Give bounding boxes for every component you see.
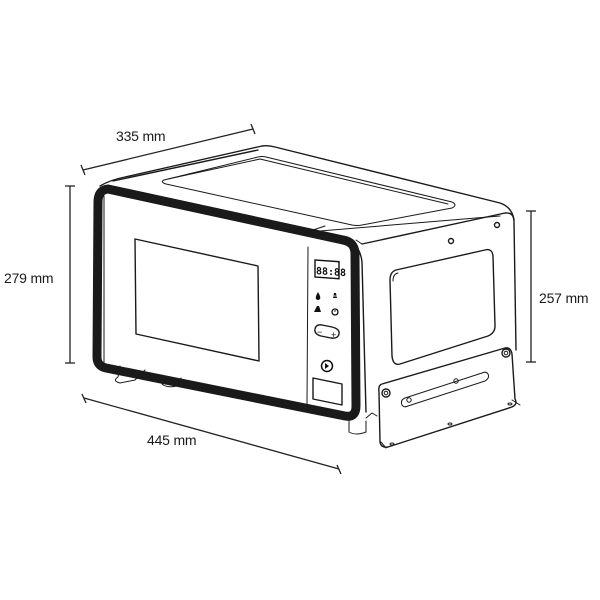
dimension-label-height-front: 279 mm — [4, 270, 54, 286]
dimension-label-depth: 335 mm — [116, 128, 166, 144]
bolt-icon — [381, 388, 391, 398]
microwave-top — [99, 144, 515, 232]
dimension-label-height-side: 257 mm — [539, 290, 589, 306]
dimension-line-depth — [80, 123, 256, 176]
mounting-bracket — [378, 347, 521, 449]
start-button-icon[interactable] — [320, 359, 334, 373]
minus-plus-control[interactable]: − + — [314, 324, 340, 340]
grill-icon[interactable] — [333, 293, 337, 298]
dimension-label-width: 445 mm — [147, 432, 197, 448]
slot-screw-icon — [453, 378, 459, 384]
defrost-drop-icon[interactable] — [315, 292, 321, 300]
screw-icon — [493, 221, 501, 229]
door-frame — [92, 184, 361, 421]
plus-icon[interactable]: + — [331, 330, 336, 340]
screw-icon — [447, 237, 455, 245]
bolt-icon — [501, 348, 511, 358]
power-level-icon[interactable] — [314, 306, 321, 312]
digital-display: 88:88 — [314, 259, 346, 280]
dimension-line-width — [81, 393, 342, 475]
door-window-glass — [134, 238, 260, 362]
control-panel: 88:88 − + — [312, 259, 346, 406]
dimension-line-height-side — [526, 210, 536, 363]
microwave-feet — [114, 365, 378, 435]
slot-screw-icon — [406, 397, 412, 403]
door-open-button[interactable] — [312, 377, 343, 406]
dimension-line-height-front — [65, 185, 75, 364]
timer-clock-icon[interactable] — [331, 308, 339, 316]
svg-text:88:88: 88:88 — [316, 266, 346, 279]
minus-icon[interactable]: − — [317, 327, 322, 337]
microwave-side-panel — [344, 212, 517, 413]
